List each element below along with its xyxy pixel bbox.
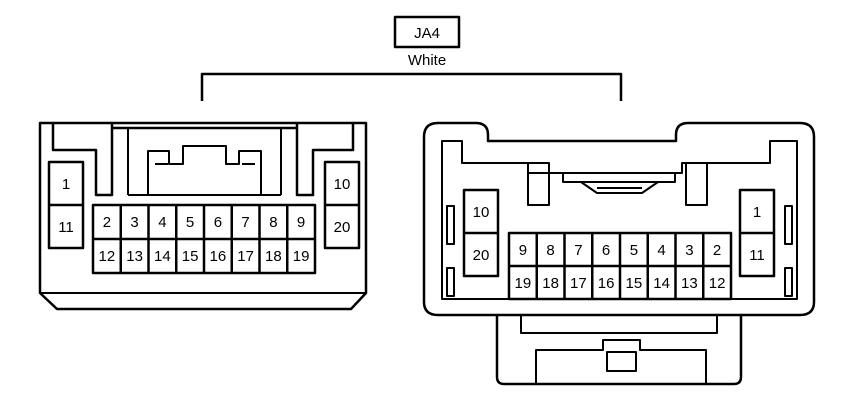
pin-label: 18 bbox=[542, 275, 559, 292]
pin-label: 15 bbox=[626, 275, 643, 292]
pin-label: 4 bbox=[657, 242, 665, 259]
pin-label: 9 bbox=[519, 242, 527, 259]
pin-label: 17 bbox=[237, 248, 254, 265]
left-connector-housing bbox=[38, 121, 368, 311]
pin-label: 11 bbox=[749, 247, 765, 264]
connector-id-label: JA4 bbox=[414, 25, 440, 42]
pin-label: 3 bbox=[130, 214, 138, 231]
pin-label: 8 bbox=[546, 242, 554, 259]
pin-label: 7 bbox=[241, 214, 249, 231]
connector-bracket bbox=[200, 72, 623, 101]
pin-label: 16 bbox=[210, 248, 227, 265]
pin-label: 7 bbox=[574, 242, 582, 259]
pin-label: 13 bbox=[681, 275, 698, 292]
pin-label: 20 bbox=[473, 247, 490, 264]
pin-label: 4 bbox=[158, 214, 166, 231]
pin-label: 18 bbox=[265, 248, 282, 265]
connector-color-label: White bbox=[408, 52, 446, 69]
pin-label: 19 bbox=[293, 248, 310, 265]
pin-label: 20 bbox=[334, 219, 351, 236]
pin-label: 14 bbox=[154, 248, 171, 265]
pin-label: 16 bbox=[598, 275, 615, 292]
right-connector-housing bbox=[422, 121, 816, 386]
pin-label: 10 bbox=[334, 176, 351, 193]
pin-label: 15 bbox=[182, 248, 199, 265]
pin-label: 12 bbox=[709, 275, 726, 292]
pin-label: 5 bbox=[630, 242, 638, 259]
pin-label: 14 bbox=[653, 275, 670, 292]
pin-label: 2 bbox=[103, 214, 111, 231]
pin-label: 6 bbox=[214, 214, 222, 231]
left-connector-pin-grid bbox=[91, 203, 317, 275]
pin-label: 10 bbox=[473, 204, 490, 221]
pin-label: 3 bbox=[685, 242, 693, 259]
connector-id-box bbox=[393, 15, 461, 49]
left-connector-side-cavities bbox=[47, 160, 361, 250]
pin-label: 2 bbox=[713, 242, 721, 259]
pin-label: 12 bbox=[99, 248, 116, 265]
pin-label: 8 bbox=[269, 214, 277, 231]
pin-label: 1 bbox=[62, 176, 70, 193]
pin-label: 17 bbox=[570, 275, 587, 292]
pin-label: 11 bbox=[58, 219, 74, 236]
pin-label: 1 bbox=[753, 204, 761, 221]
right-connector-pin-grid bbox=[507, 231, 733, 301]
pin-label: 13 bbox=[126, 248, 143, 265]
pin-label: 5 bbox=[186, 214, 194, 231]
right-connector-side-cavities bbox=[462, 188, 776, 278]
pin-label: 6 bbox=[602, 242, 610, 259]
pin-label: 9 bbox=[297, 214, 305, 231]
pin-label: 19 bbox=[515, 275, 532, 292]
